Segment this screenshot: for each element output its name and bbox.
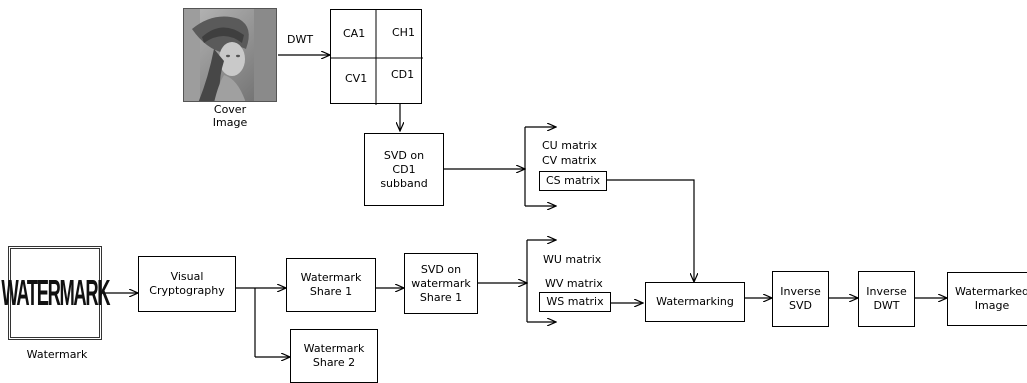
- cs-to-watermarking: [607, 179, 694, 282]
- watermark-label: Watermark: [26, 348, 88, 361]
- subband-ca1: CA1: [343, 27, 366, 40]
- subband-ch1: CH1: [392, 26, 415, 39]
- watermarking-box: Watermarking: [645, 282, 745, 322]
- svd-cd1-box: SVD on CD1 subband: [364, 133, 444, 206]
- cs-matrix-box: CS matrix: [539, 171, 607, 191]
- cu-matrix-label: CU matrix: [542, 139, 598, 152]
- subband-cv1: CV1: [345, 72, 368, 85]
- wu-matrix-label: WU matrix: [543, 253, 602, 266]
- watermark-image-text: WATERMARK: [1, 272, 110, 313]
- cv-matrix-label: CV matrix: [542, 154, 597, 167]
- watermark-share-2-box: Watermark Share 2: [290, 329, 378, 383]
- watermarked-image-box: Watermarked Image: [947, 272, 1027, 326]
- ws-matrix-box: WS matrix: [539, 292, 611, 312]
- watermark-share-1-box: Watermark Share 1: [286, 258, 376, 312]
- watermark-image: WATERMARK: [1, 246, 110, 340]
- cover-image-label: Cover Image: [212, 103, 248, 129]
- svd-share1-box: SVD on watermark Share 1: [404, 253, 478, 314]
- wv-matrix-label: WV matrix: [545, 277, 603, 290]
- visual-cryptography-box: Visual Cryptography: [138, 256, 236, 312]
- inverse-dwt-box: Inverse DWT: [858, 271, 915, 327]
- subband-cd1: CD1: [391, 68, 415, 81]
- dwt-subband-grid: [330, 9, 423, 105]
- inverse-svd-box: Inverse SVD: [772, 271, 829, 327]
- cover-image: [183, 8, 277, 102]
- dwt-label: DWT: [287, 33, 314, 46]
